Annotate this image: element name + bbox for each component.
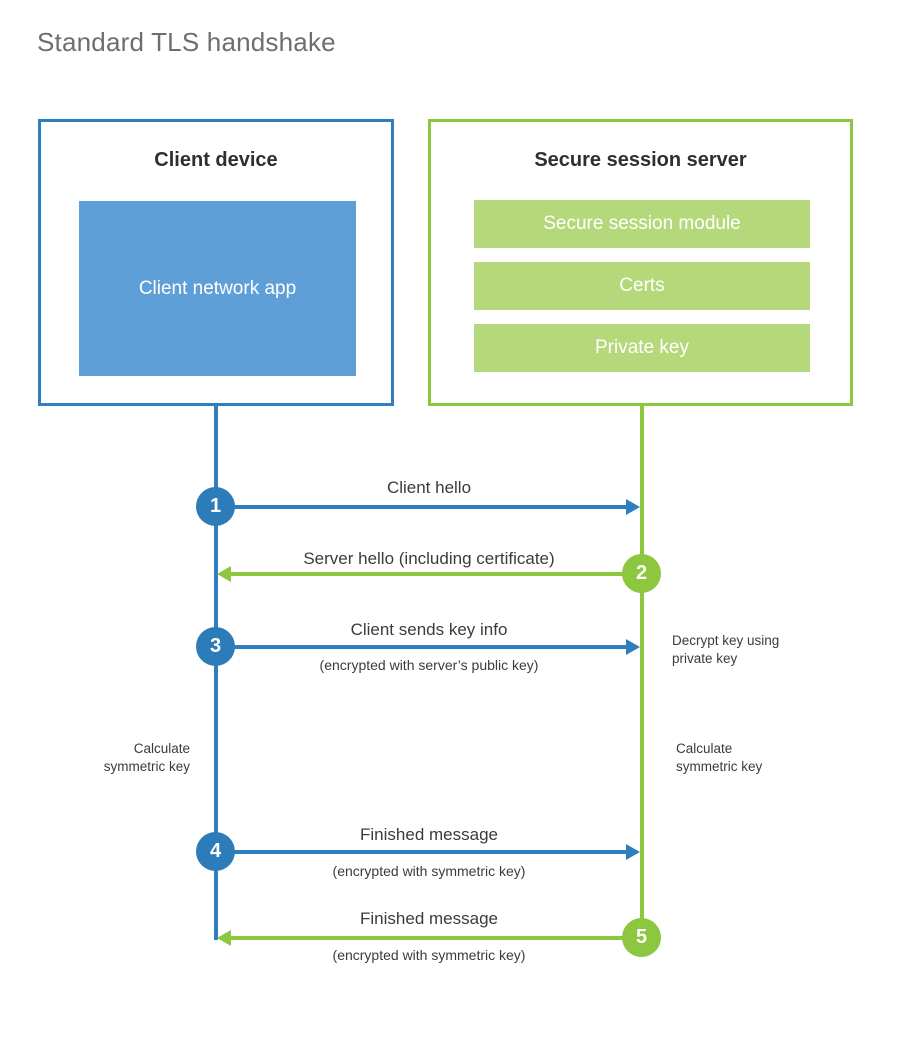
annotation-client-calculate-symmetric-key: Calculate symmetric key bbox=[103, 741, 190, 775]
server-component-certs: Certs bbox=[474, 262, 810, 310]
step-2-arrow bbox=[217, 566, 642, 582]
step-2-marker: 2 bbox=[622, 554, 661, 593]
step-1-label: Client hello bbox=[386, 478, 472, 497]
step-1-marker: 1 bbox=[196, 487, 235, 526]
arrow-head-right-icon bbox=[626, 499, 640, 515]
secure-session-server-box: Secure session server Secure session mod… bbox=[428, 119, 853, 406]
server-lifeline bbox=[640, 406, 644, 939]
arrow-head-right-icon bbox=[626, 639, 640, 655]
annotation-server-decrypt-key: Decrypt key using private key bbox=[672, 633, 780, 667]
client-device-title: Client device bbox=[154, 149, 278, 171]
server-component-private-key: Private key bbox=[474, 324, 810, 372]
client-network-app-block: Client network app bbox=[79, 201, 356, 376]
arrow-head-left-icon bbox=[217, 566, 231, 582]
arrow-head-right-icon bbox=[626, 844, 640, 860]
step-2-label: Server hello (including certificate) bbox=[303, 549, 555, 568]
step-5-sublabel: (encrypted with symmetric key) bbox=[332, 947, 526, 963]
page-title: Standard TLS handshake bbox=[37, 27, 336, 57]
annotation-server-calculate-symmetric-key: Calculate symmetric key bbox=[676, 741, 763, 775]
server-components-list: Secure session module Certs Private key bbox=[474, 200, 810, 372]
step-5-label: Finished message bbox=[360, 909, 498, 928]
step-3-sublabel: (encrypted with server’s public key) bbox=[319, 657, 539, 673]
step-1-arrow bbox=[218, 499, 640, 515]
client-device-box: Client device Client network app bbox=[38, 119, 394, 406]
step-4-label: Finished message bbox=[360, 825, 498, 844]
step-5-arrow bbox=[217, 930, 642, 946]
arrow-head-left-icon bbox=[217, 930, 231, 946]
step-5-marker: 5 bbox=[622, 918, 661, 957]
client-lifeline bbox=[214, 406, 218, 940]
step-4-sublabel: (encrypted with symmetric key) bbox=[332, 863, 526, 879]
secure-session-server-title: Secure session server bbox=[534, 149, 747, 171]
step-4-arrow bbox=[218, 844, 640, 860]
step-3-arrow bbox=[218, 639, 640, 655]
server-component-secure-session-module: Secure session module bbox=[474, 200, 810, 248]
step-3-label: Client sends key info bbox=[350, 620, 508, 639]
step-3-marker: 3 bbox=[196, 627, 235, 666]
step-4-marker: 4 bbox=[196, 832, 235, 871]
